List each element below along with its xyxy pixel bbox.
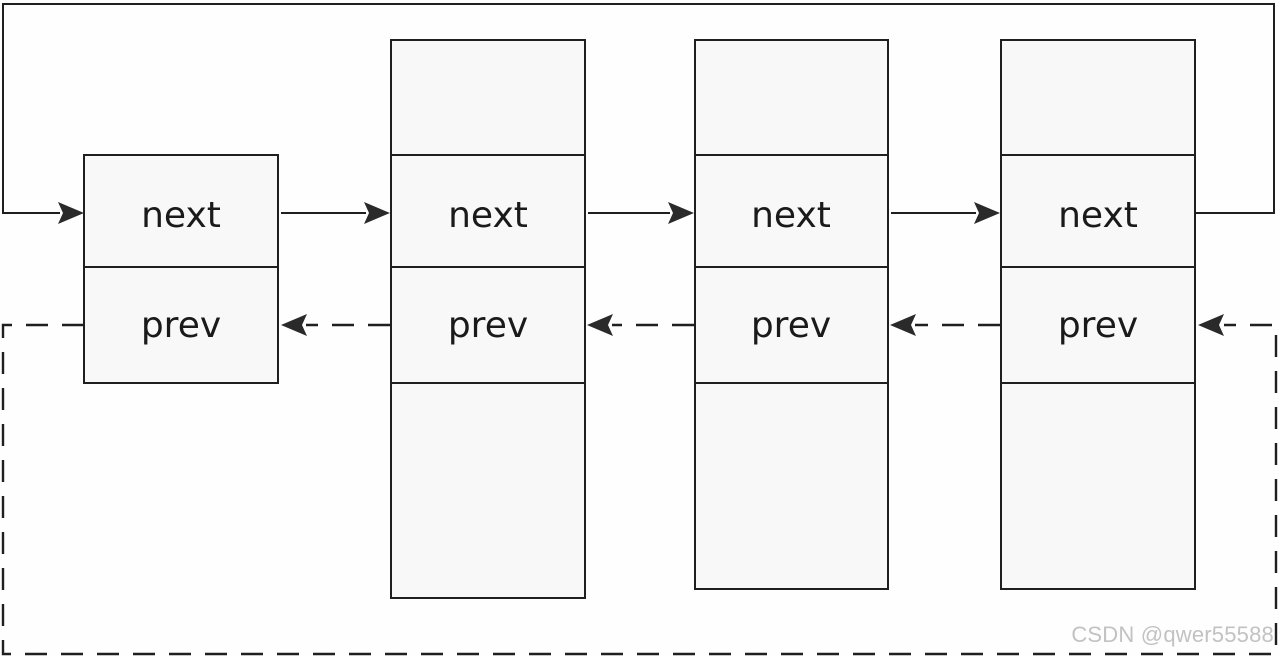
prev-link xyxy=(587,314,694,336)
prev-field-label: prev xyxy=(751,305,831,346)
next-field-label: next xyxy=(448,195,528,236)
list-node: next prev xyxy=(83,154,279,384)
next-link xyxy=(281,202,390,224)
wrap-next-arrowhead xyxy=(58,202,84,224)
wrap-prev-link xyxy=(1,323,1278,656)
wrap-next-link xyxy=(2,3,1275,214)
next-field-label: next xyxy=(1058,195,1138,236)
prev-field-label: prev xyxy=(1058,305,1138,346)
next-field-label: next xyxy=(751,195,831,236)
watermark: CSDN @qwer55588 xyxy=(1071,622,1274,647)
prev-link xyxy=(281,314,390,336)
prev-field-label: prev xyxy=(141,305,221,346)
prev-link xyxy=(890,314,1000,336)
node-frame xyxy=(390,39,586,599)
node-frame xyxy=(694,39,889,590)
next-link xyxy=(588,202,694,224)
next-link xyxy=(891,202,1000,224)
list-node: next prev xyxy=(390,39,586,599)
node-frame xyxy=(1000,39,1196,590)
node-frame xyxy=(83,154,279,384)
prev-field-label: prev xyxy=(448,305,528,346)
wrap-prev-arrowhead xyxy=(1198,314,1224,336)
list-node: next prev xyxy=(1000,39,1196,590)
next-field-label: next xyxy=(141,195,221,236)
list-node: next prev xyxy=(694,39,889,590)
